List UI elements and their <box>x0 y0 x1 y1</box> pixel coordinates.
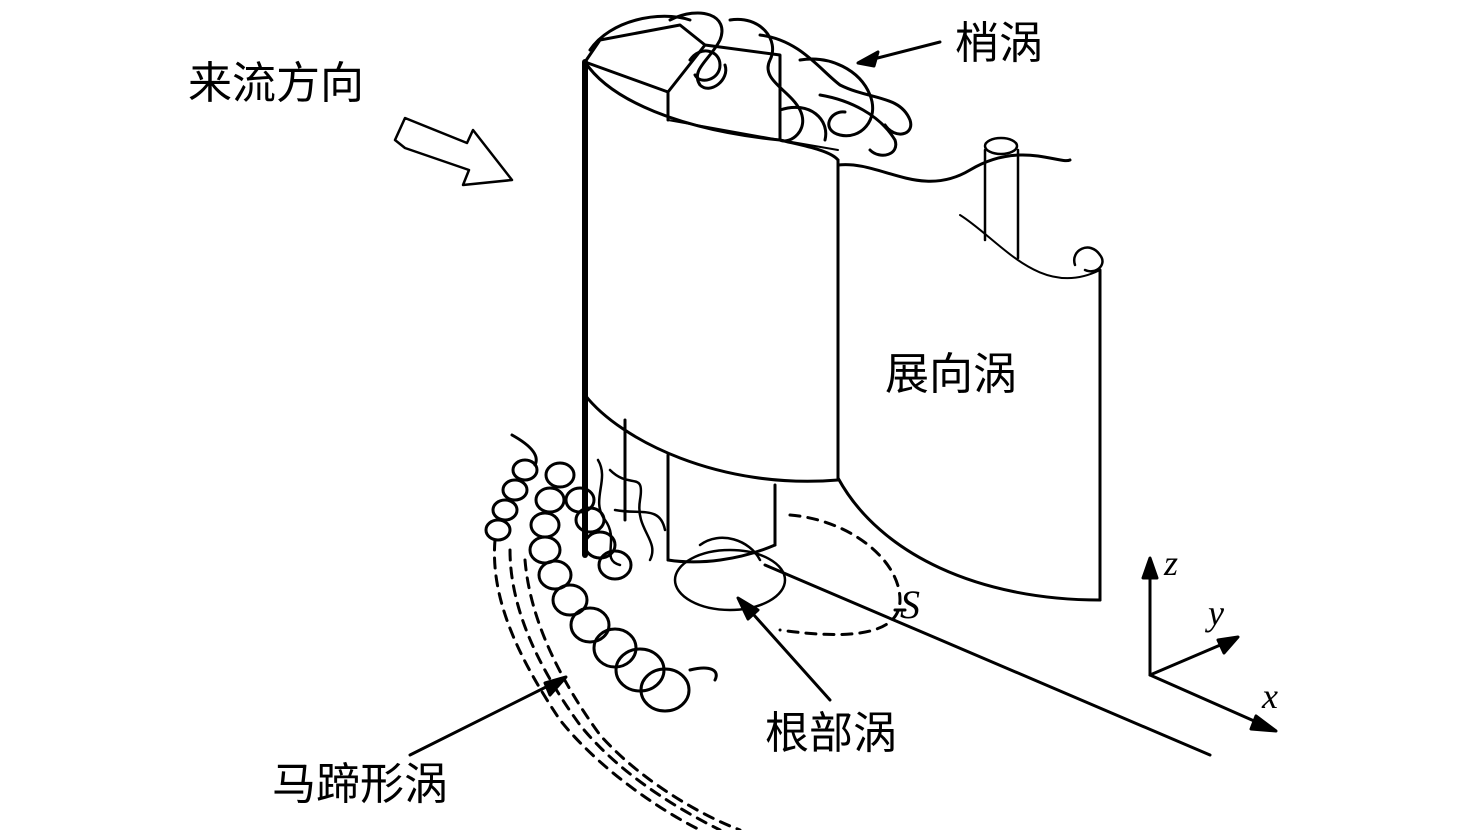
z-axis-label: z <box>1164 543 1179 583</box>
x-axis <box>1148 673 1272 730</box>
coordinate-axes <box>1141 556 1278 733</box>
leader-arrows <box>408 40 942 757</box>
horseshoe-vortex-label: 马蹄形涡 <box>272 759 448 810</box>
s-marker-label: S <box>900 582 920 627</box>
root-vortex-label: 根部涡 <box>765 708 897 759</box>
wall-line <box>763 563 1212 757</box>
root-vortex-leader <box>743 603 832 702</box>
horseshoe-vortex-coils <box>484 433 718 713</box>
inflow-arrow <box>393 116 514 187</box>
y-axis-label: y <box>1208 593 1224 633</box>
tip-vortex-strands <box>668 11 913 157</box>
x-axis-label: x <box>1262 676 1278 716</box>
horseshoe-vortex-trails <box>492 538 742 830</box>
blade-body <box>582 14 840 564</box>
inflow-direction-label: 来流方向 <box>188 58 364 109</box>
horseshoe-vortex-leader <box>408 678 562 757</box>
spanwise-vortex-label: 展向涡 <box>885 349 1017 400</box>
separation-loop <box>778 513 902 637</box>
y-axis <box>1148 638 1234 677</box>
tip-vortex-label: 梢涡 <box>955 18 1043 69</box>
